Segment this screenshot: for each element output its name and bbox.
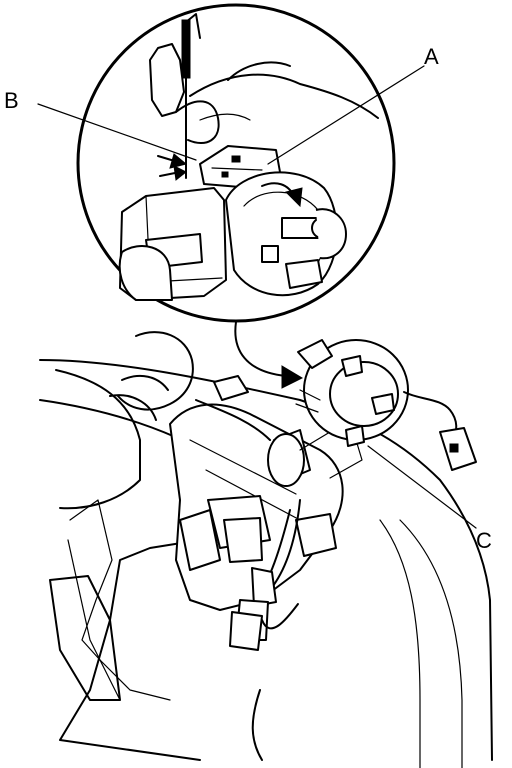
callout-label-a: A [424,44,439,69]
release-arrow [261,182,303,208]
callout-label-b: B [4,88,19,113]
callout-label-c: C [476,528,492,553]
hand-with-screwdriver [149,13,379,179]
combination-switch-assembly [118,145,347,301]
leader-line-a [267,65,425,165]
cable-reel [295,339,477,471]
dashboard-steering-column [39,331,493,768]
leader-line-c [367,445,477,529]
flow-arrow [234,321,304,389]
press-arrows [157,153,188,181]
leader-line-b [37,103,197,161]
detail-inset [76,3,396,323]
